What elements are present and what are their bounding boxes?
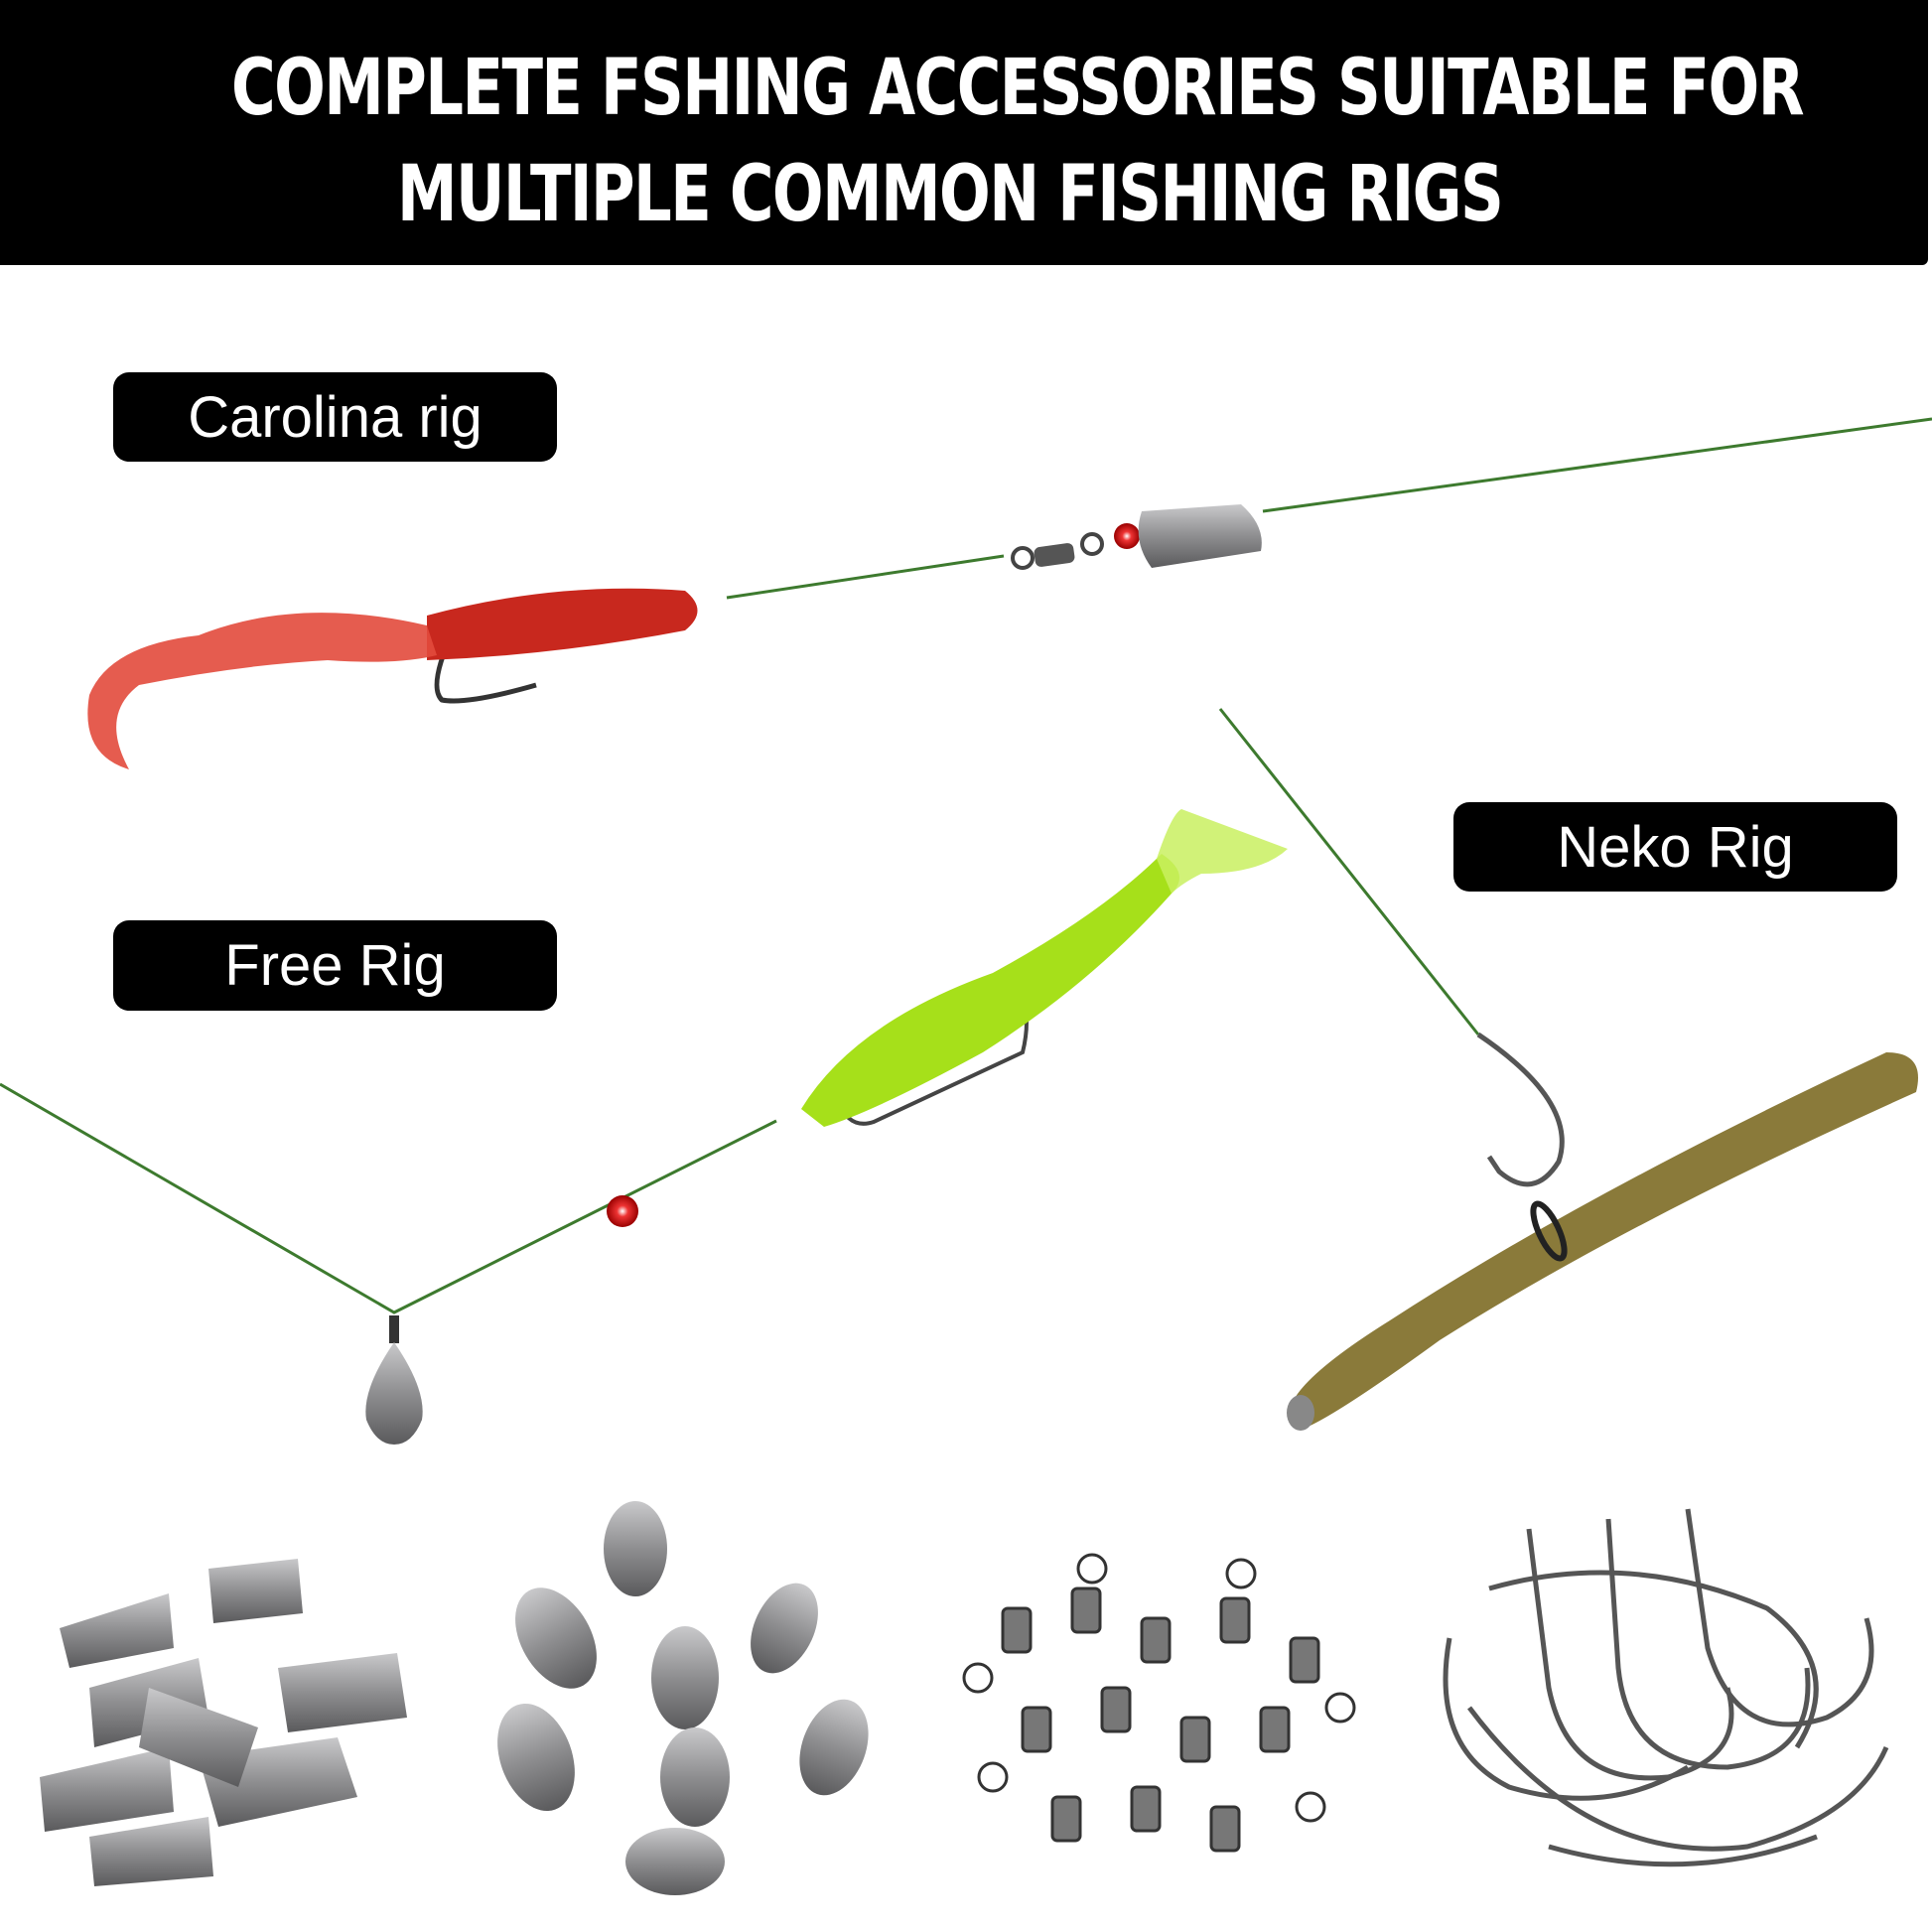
nail-weight [1287,1395,1314,1431]
red-worm-tail [87,613,437,769]
drop-weight [365,1342,423,1445]
swivels-pile [962,1553,1356,1853]
fishing-line [1262,417,1932,513]
o-ring [1530,1200,1568,1262]
hook [1476,1032,1565,1187]
carolina-rig [87,417,1932,769]
red-bead [607,1195,638,1227]
drop-weights-pile [497,1501,869,1895]
title-banner: COMPLETE FSHING ACCESSORIES SUITABLE FOR… [0,0,1928,265]
fishing-line [0,1082,777,1314]
swivel [1011,532,1104,570]
neko-rig-label: Neko Rig [1453,802,1897,892]
carolina-rig-label: Carolina rig [113,372,557,462]
neko-rig [1218,708,1918,1431]
bullet-weights-pile [40,1559,407,1886]
fishing-line [1218,708,1480,1035]
hooks-pile [1443,1508,1889,1867]
fishing-line [726,554,1005,600]
red-bead [1114,523,1140,549]
brown-worm [1294,1052,1918,1430]
green-worm-body [801,854,1179,1127]
free-rig-label: Free Rig [113,920,557,1011]
title-line-2: MULTIPLE COMMON FISHING RIGS [397,150,1504,239]
red-worm-body [427,588,698,660]
free-rig [0,809,1288,1445]
weight-swivel [389,1315,399,1343]
title-line-1: COMPLETE FSHING ACCESSORIES SUITABLE FOR [231,44,1805,133]
green-worm-tail [1157,809,1288,894]
bullet-weight [1138,504,1262,568]
